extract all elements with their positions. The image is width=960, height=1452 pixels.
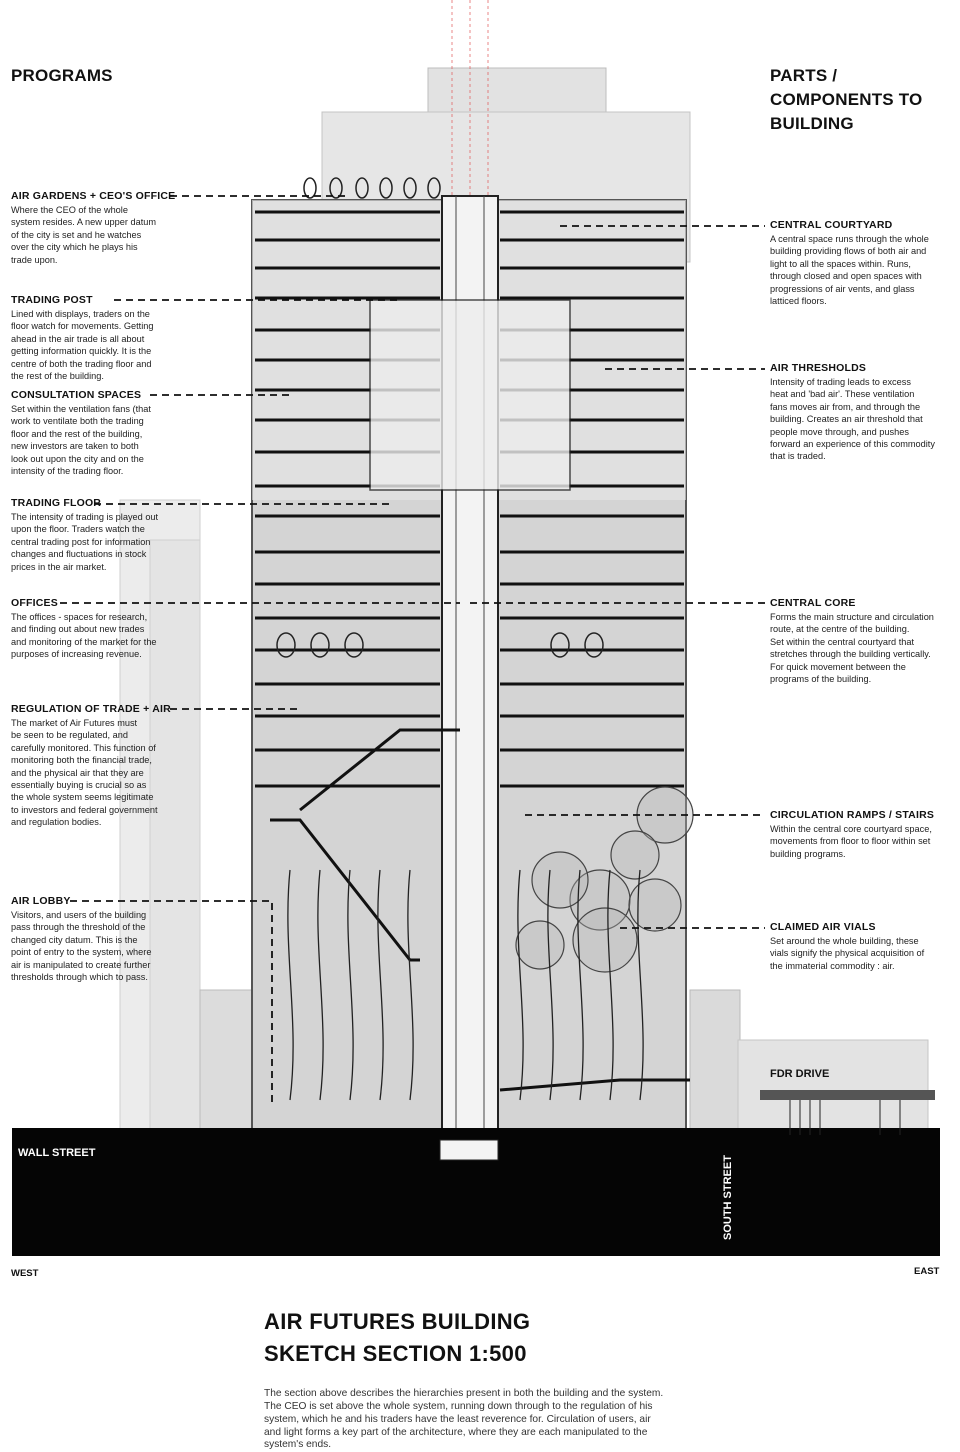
program-label: TRADING POST xyxy=(11,294,93,306)
program-label: AIR LOBBY xyxy=(11,895,71,907)
air-vial xyxy=(628,878,682,932)
trading-post xyxy=(369,299,571,491)
circulation-stairs xyxy=(270,728,690,1092)
hanging-strut xyxy=(347,869,354,1101)
air-vial xyxy=(515,920,565,970)
hanging-structure xyxy=(287,869,644,1101)
program-label: CONSULTATION SPACES xyxy=(11,389,142,401)
east-label: EAST xyxy=(914,1266,940,1277)
part-desc: Within the central core courtyard space,… xyxy=(770,824,932,859)
part-label: AIR THRESHOLDS xyxy=(770,362,867,374)
office-circle xyxy=(550,632,570,658)
leader-line xyxy=(70,900,273,1105)
part-label: CENTRAL COURTYARD xyxy=(770,219,893,231)
office-circles xyxy=(276,177,604,658)
garden-tree xyxy=(329,177,343,199)
program-label: REGULATION OF TRADE + AIR xyxy=(11,703,171,715)
ground-section xyxy=(12,1128,940,1256)
program-label: TRADING FLOOR xyxy=(11,497,102,509)
hanging-strut xyxy=(607,869,614,1101)
fdr-deck xyxy=(789,1100,901,1135)
office-circle xyxy=(310,632,330,658)
hanging-strut xyxy=(577,869,584,1101)
drawing-title: AIR FUTURES BUILDING SKETCH SECTION 1:50… xyxy=(264,1309,531,1366)
program-desc: The offices - spaces for research,and fi… xyxy=(11,612,157,660)
garden-tree xyxy=(403,177,417,199)
parts-heading: PARTS / COMPONENTS TO BUILDING xyxy=(770,66,923,133)
hanging-strut xyxy=(637,869,644,1101)
office-circle xyxy=(584,632,604,658)
garden-tree xyxy=(379,177,393,199)
part-label: CIRCULATION RAMPS / STAIRS xyxy=(770,809,935,821)
part-label: CLAIMED AIR VIALS xyxy=(770,921,876,933)
hanging-strut xyxy=(517,869,524,1101)
program-label: OFFICES xyxy=(11,597,58,609)
hanging-strut xyxy=(287,869,294,1101)
hanging-strut xyxy=(407,869,414,1101)
hanging-strut xyxy=(377,869,384,1101)
part-label: CENTRAL CORE xyxy=(770,597,856,609)
south-street-label: SOUTH STREET xyxy=(722,1155,734,1240)
garden-tree xyxy=(303,177,317,199)
office-circle xyxy=(344,632,364,658)
air-vial xyxy=(572,907,638,973)
office-circle xyxy=(276,632,296,658)
wall-street-label: WALL STREET xyxy=(18,1147,96,1159)
drawing-description: The section above describes the hierarch… xyxy=(264,1388,664,1451)
program-label: AIR GARDENS + CEO'S OFFICE xyxy=(11,190,176,202)
west-label: WEST xyxy=(11,1268,39,1279)
hanging-strut xyxy=(547,869,554,1101)
programs-heading: PROGRAMS xyxy=(11,66,113,85)
leader-lines xyxy=(60,195,765,1105)
hanging-strut xyxy=(317,869,324,1101)
garden-tree xyxy=(427,177,441,199)
fdr-drive-label: FDR DRIVE xyxy=(770,1068,830,1080)
garden-tree xyxy=(355,177,369,199)
air-vial xyxy=(610,830,660,880)
part-desc: Forms the main structure and circulation… xyxy=(770,612,934,685)
air-vial xyxy=(531,851,589,909)
claimed-air-vials xyxy=(515,786,694,973)
